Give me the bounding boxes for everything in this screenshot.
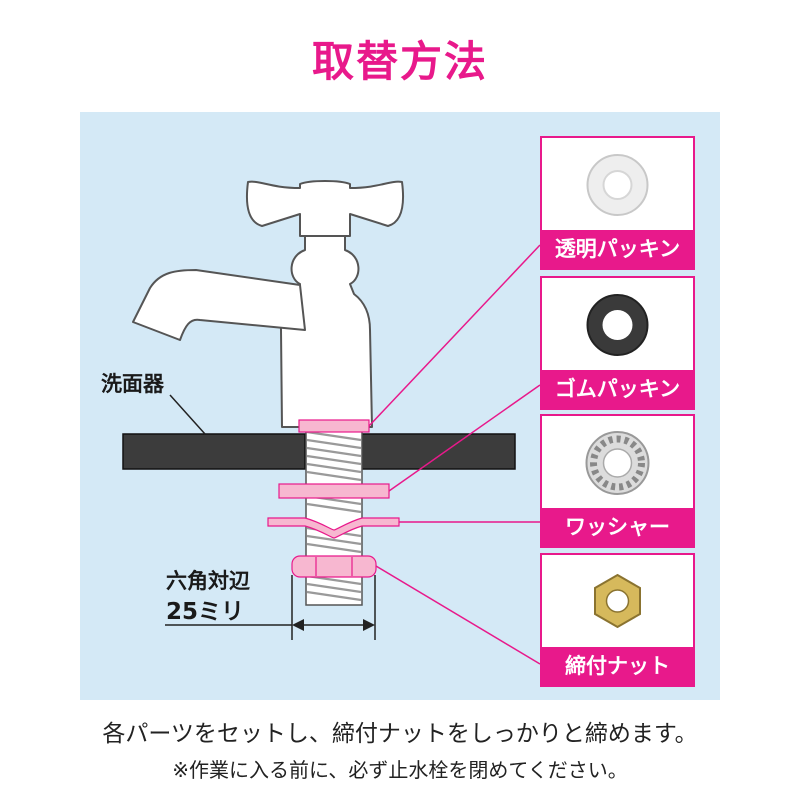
- clear-gasket-part: [298, 419, 370, 433]
- faucet-diagram: [122, 180, 541, 665]
- washer-icon: [585, 431, 650, 495]
- clear-gasket-icon: [586, 154, 649, 216]
- rubber-gasket-part: [278, 483, 390, 499]
- hex-size-label-line1: 六角対辺: [166, 569, 250, 593]
- part-label: ゴムパッキン: [542, 370, 693, 408]
- part-label: 締付ナット: [542, 647, 693, 685]
- basin-label: 洗面器: [101, 372, 164, 396]
- part-card-washer: ワッシャー: [540, 414, 695, 548]
- part-card-rubber-gasket: ゴムパッキン: [540, 276, 695, 410]
- leader-lines: [368, 244, 541, 665]
- dimension-arrow-left: [292, 619, 304, 631]
- instruction-text: 各パーツをセットし、締付ナットをしっかりと締めます。: [102, 721, 698, 747]
- rubber-gasket-icon: [586, 294, 649, 356]
- threaded-shank: [305, 424, 363, 606]
- basin-counter: [122, 433, 516, 470]
- basin-leader: [169, 394, 206, 435]
- hex-size-label-line2: 25ミリ: [166, 599, 245, 625]
- part-label: ワッシャー: [542, 508, 693, 546]
- faucet-body: [132, 180, 405, 428]
- washer-part: [267, 517, 400, 539]
- dimension-lines: [165, 575, 376, 640]
- page-title: 取替方法: [311, 37, 488, 86]
- part-card-nut: 締付ナット: [540, 553, 695, 687]
- nut-part: [291, 555, 377, 578]
- part-label: 透明パッキン: [542, 230, 693, 268]
- dimension-arrow-right: [363, 619, 375, 631]
- warning-text: ※作業に入る前に、必ず止水栓を閉めてください。: [172, 758, 628, 782]
- part-card-clear-gasket: 透明パッキン: [540, 136, 695, 270]
- nut-icon: [594, 573, 641, 629]
